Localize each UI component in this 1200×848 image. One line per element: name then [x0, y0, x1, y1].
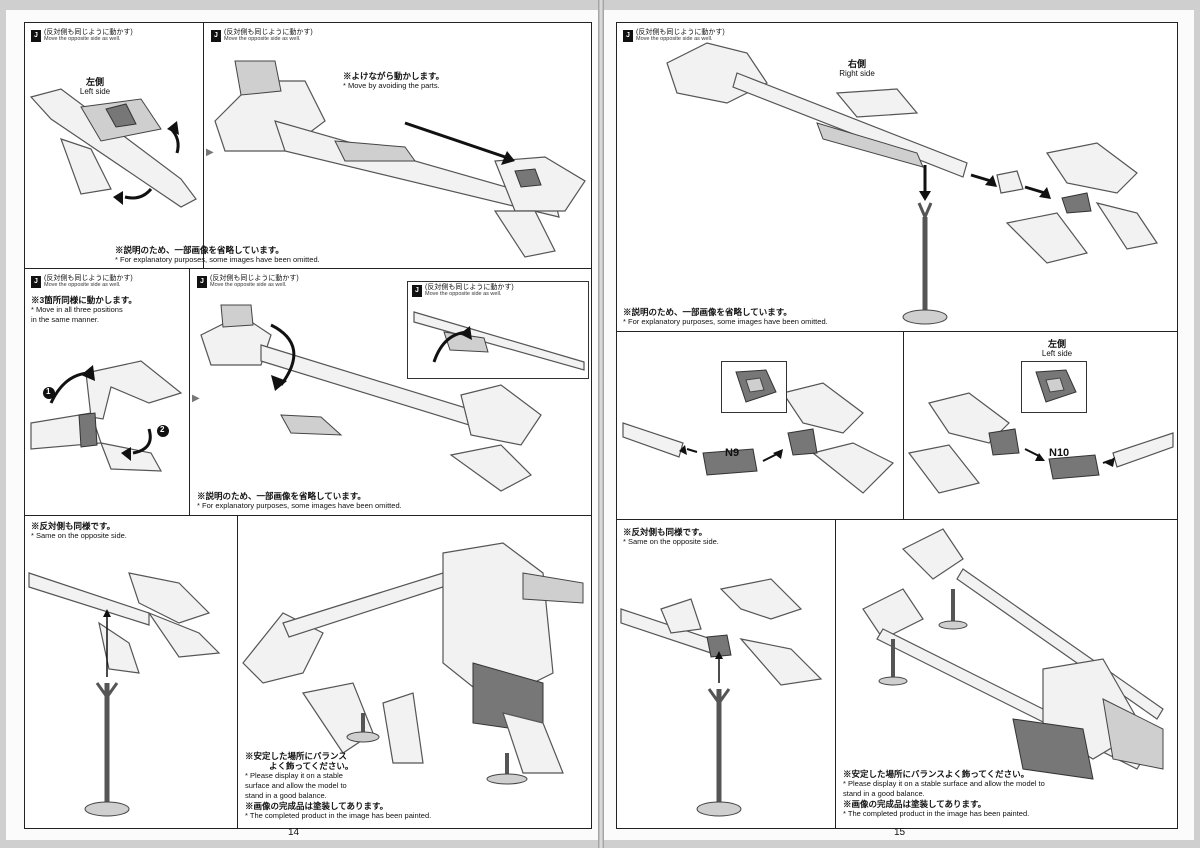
- step-instruction-jp: (反対側も同じように動かす): [44, 29, 133, 36]
- step-instruction-jp: (反対側も同じように動かす): [224, 29, 313, 36]
- step-instruction-en: Move the opposite side as well.: [210, 282, 287, 288]
- step-number-badge: J: [197, 276, 207, 288]
- arm-on-stand-illustration: [620, 578, 823, 817]
- divider: [617, 519, 1177, 520]
- flow-chevron-icon: ▶: [206, 147, 214, 158]
- step-mark: J (反対側も同じように動かす)Move the opposite side a…: [412, 284, 514, 298]
- claw-part-illustration: [30, 360, 183, 472]
- divider: [835, 519, 836, 828]
- step-number-badge: J: [412, 285, 422, 297]
- divider: [25, 515, 591, 516]
- divider: [25, 268, 591, 269]
- flow-chevron-icon: ▶: [192, 393, 200, 404]
- side-label: 右側 Right side: [839, 59, 875, 78]
- panel-note: ※3箇所同様に動かします。 * Move in all three positi…: [31, 295, 137, 324]
- part-code: N9: [725, 447, 740, 459]
- divider: [237, 515, 238, 828]
- inset-detail-illustration: [1035, 369, 1077, 403]
- step-instruction-jp: (反対側も同じように動かす): [425, 284, 514, 291]
- step-instruction-jp: (反対側も同じように動かす): [636, 29, 725, 36]
- step-number: 1: [46, 387, 51, 396]
- step-instruction-jp: (反対側も同じように動かす): [210, 275, 299, 282]
- arm-on-stand-illustration: [28, 572, 221, 817]
- step-mark: J (反対側も同じように動かす)Move the opposite side a…: [623, 29, 725, 43]
- inset-arm-illustration: [413, 311, 585, 371]
- side-label: 左側 Left side: [79, 77, 111, 96]
- panel-note: ※反対側も同様です。 * Same on the opposite side.: [623, 527, 719, 546]
- left-page: J (反対側も同じように動かす)Move the opposite side a…: [6, 10, 598, 840]
- divider: [189, 268, 190, 515]
- divider: [903, 331, 904, 519]
- panel-note: ※反対側も同様です。 * Same on the opposite side.: [31, 521, 127, 540]
- step-instruction-jp: (反対側も同じように動かす): [44, 275, 133, 282]
- right-page: J (反対側も同じように動かす)Move the opposite side a…: [604, 10, 1194, 840]
- step-instruction-en: Move the opposite side as well.: [636, 36, 713, 42]
- connector-attach-illustration: [622, 382, 895, 494]
- step-number-badge: J: [31, 276, 41, 288]
- panel-note: ※説明のため、一部画像を省略しています。 * For explanatory p…: [623, 307, 828, 326]
- panel-note: ※安定した場所にバランス よく飾ってください。 * Please display…: [245, 751, 432, 820]
- weapon-attach-illustration: [666, 42, 1158, 325]
- panel-note: ※説明のため、一部画像を省略しています。 * For explanatory p…: [197, 491, 402, 510]
- detail-inset: J (反対側も同じように動かす)Move the opposite side a…: [407, 281, 589, 379]
- arm-part-illustration: [29, 88, 197, 208]
- step-number-badge: J: [31, 30, 41, 42]
- step-mark: J (反対側も同じように動かす)Move the opposite side a…: [31, 275, 133, 289]
- completed-model-illustration: [242, 542, 584, 785]
- panel-note: ※よけながら動かします。 * Move by avoiding the part…: [343, 71, 445, 90]
- step-number-badge: J: [211, 30, 221, 42]
- right-page-frame: J (反対側も同じように動かす)Move the opposite side a…: [616, 22, 1178, 829]
- step-mark: J (反対側も同じように動かす)Move the opposite side a…: [211, 29, 313, 43]
- step-mark: J (反対側も同じように動かす)Move the opposite side a…: [197, 275, 299, 289]
- step-instruction-en: Move the opposite side as well.: [44, 36, 121, 42]
- step-number: 2: [160, 425, 165, 434]
- divider: [203, 23, 204, 268]
- rotating-arm-illustration: [200, 304, 542, 492]
- panel-note: ※説明のため、一部画像を省略しています。 * For explanatory p…: [115, 245, 320, 264]
- part-code: N10: [1049, 447, 1070, 459]
- step-number-badge: J: [623, 30, 633, 42]
- left-page-frame: J (反対側も同じように動かす)Move the opposite side a…: [24, 22, 592, 829]
- side-label: 左側 Left side: [1041, 339, 1073, 358]
- weapon-arm-illustration: [214, 60, 586, 258]
- completed-model-illustration: [862, 528, 1164, 780]
- step-instruction-en: Move the opposite side as well.: [425, 291, 502, 297]
- page-gutter: [598, 0, 604, 848]
- inset-detail-illustration: [735, 369, 777, 403]
- step-instruction-en: Move the opposite side as well.: [224, 36, 301, 42]
- detail-inset: [1021, 361, 1087, 413]
- divider: [617, 331, 1177, 332]
- connector-attach-illustration: [907, 392, 1174, 494]
- step-instruction-en: Move the opposite side as well.: [44, 282, 121, 288]
- page-number: 15: [894, 827, 906, 838]
- panel-note: ※安定した場所にバランスよく飾ってください。 * Please display …: [843, 769, 1045, 818]
- step-mark: J (反対側も同じように動かす)Move the opposite side a…: [31, 29, 133, 43]
- page-number: 14: [288, 827, 300, 838]
- detail-inset: [721, 361, 787, 413]
